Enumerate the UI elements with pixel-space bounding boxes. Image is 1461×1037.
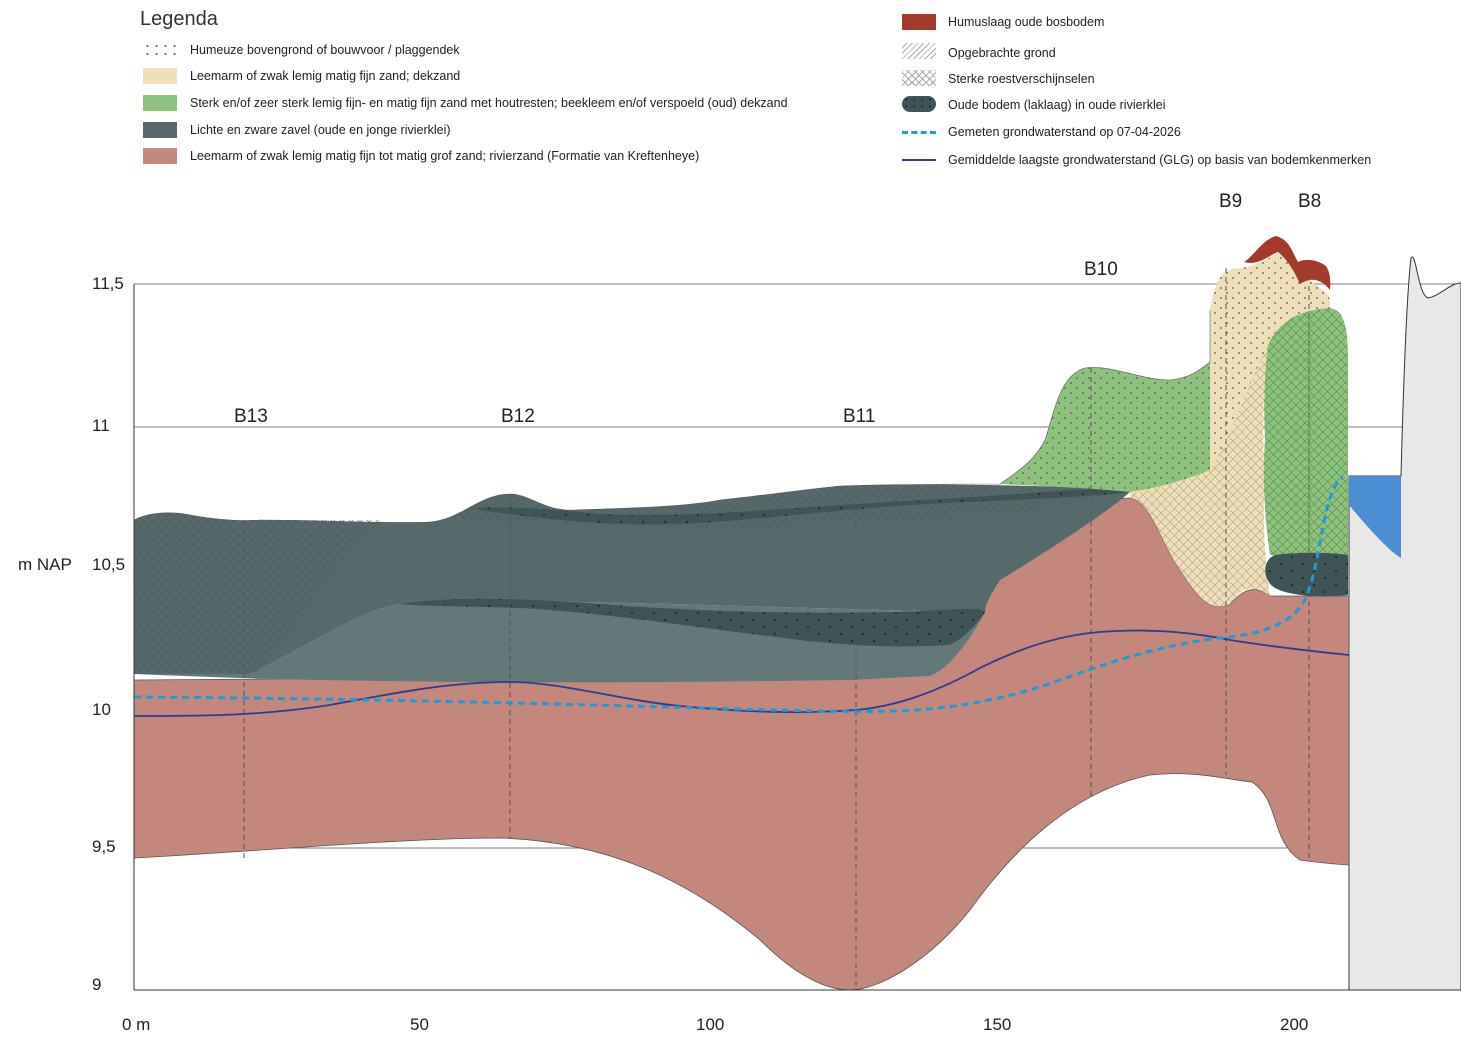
axes	[133, 284, 1461, 991]
x-tick-0: 0 m	[122, 1015, 150, 1034]
x-tick-150: 150	[983, 1015, 1011, 1034]
layer-dekzand-b9-dots	[1210, 252, 1330, 470]
legend-item-measured-groundwater: Gemeten grondwaterstand op 07-04-2026	[948, 125, 1181, 139]
legend-item-laklaag: Oude bodem (laklaag) in oude rivierklei	[948, 98, 1166, 112]
layer-dekzand-roest	[1130, 345, 1270, 607]
legend-title: Legenda	[140, 8, 218, 30]
terrain-outline	[133, 310, 1211, 523]
rivierzand-swatch	[143, 148, 177, 164]
zavel-swatch	[143, 122, 177, 138]
dashed-line-icon	[902, 131, 936, 134]
humus-layer	[1244, 236, 1331, 290]
y-tick-10: 10	[92, 700, 111, 719]
x-tick-100: 100	[696, 1015, 724, 1034]
layer-beekleem-b10-dots	[1000, 362, 1210, 492]
y-tick-10-5: 10,5	[92, 555, 125, 574]
crosshatch-swatch-icon	[902, 70, 936, 86]
legend-item-beekleem: Sterk en/of zeer sterk lemig fijn- en ma…	[190, 96, 788, 110]
beekleem-swatch	[143, 95, 177, 111]
borehole-lines	[243, 268, 1310, 988]
embankment	[1348, 256, 1461, 991]
y-axis-unit: m NAP	[18, 555, 72, 574]
x-tick-200: 200	[1280, 1015, 1308, 1034]
x-tick-50: 50	[410, 1015, 429, 1034]
laklaag-band-2-dots	[470, 488, 1132, 525]
laklaag-band-1-dots	[400, 598, 985, 647]
legend-item-rivierzand: Leemarm of zwak lemig matig fijn tot mat…	[190, 149, 700, 163]
measured-groundwater-line	[133, 476, 1344, 713]
y-tick-11: 11	[92, 416, 110, 435]
dekzand-swatch	[143, 68, 177, 84]
laklaag-lens-b8-dots	[1265, 552, 1348, 597]
borehole-label-b11: B11	[843, 406, 875, 427]
layer-beekleem-b8-roest	[1263, 308, 1348, 555]
diagonal-hatch-swatch-icon	[902, 43, 936, 59]
legend-item-dekzand: Leemarm of zwak lemig matig fijn zand; d…	[190, 69, 461, 83]
borehole-label-b8: B8	[1298, 191, 1321, 212]
legend-item-opgebracht: Opgebrachte grond	[948, 46, 1056, 60]
y-tick-9-5: 9,5	[92, 837, 116, 856]
legend-item-roest: Sterke roestverschijnselen	[948, 72, 1095, 86]
borehole-label-b13: B13	[234, 406, 268, 427]
legend-item-humus: Humuslaag oude bosbodem	[948, 15, 1105, 29]
layer-zavel-upper	[134, 484, 1130, 674]
y-tick-9: 9	[92, 975, 101, 994]
solid-line-icon	[902, 159, 936, 161]
topsoil-dots-swatch-icon	[143, 42, 177, 58]
borehole-label-b10: B10	[1084, 259, 1118, 280]
layer-zavel-roest	[134, 512, 380, 674]
water-channel	[1349, 476, 1401, 558]
y-tick-11-5: 11,5	[92, 274, 124, 293]
borehole-label-b9: B9	[1219, 191, 1242, 212]
legend-item-topsoil: Humeuze bovengrond of bouwvoor / plaggen…	[190, 43, 460, 57]
legend-item-glg: Gemiddelde laagste grondwaterstand (GLG)…	[948, 153, 1372, 167]
borehole-label-b12: B12	[501, 406, 535, 427]
legend-item-zavel: Lichte en zware zavel (oude en jonge riv…	[190, 123, 451, 137]
humus-swatch	[902, 14, 936, 30]
laklaag-swatch	[902, 96, 936, 112]
